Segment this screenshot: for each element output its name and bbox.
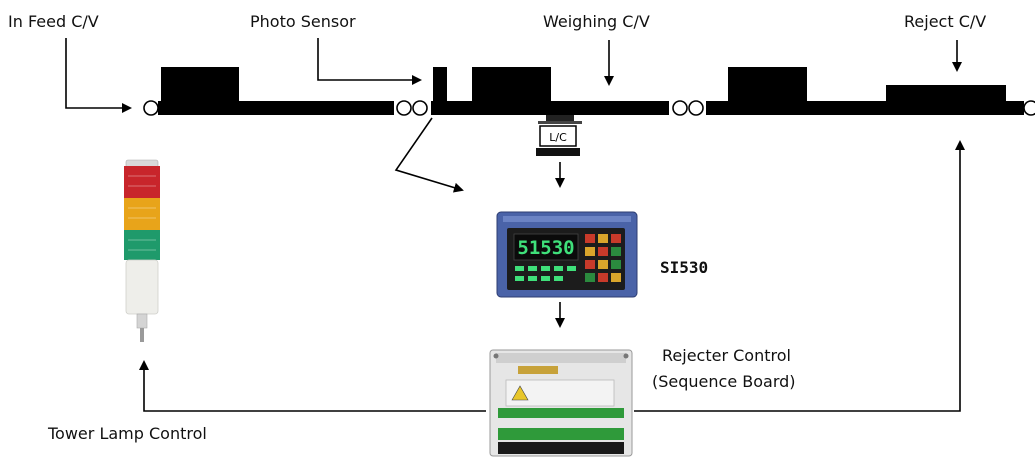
conveyor-rollers bbox=[143, 100, 1035, 116]
in-feed-conveyor bbox=[158, 67, 394, 115]
tower-lamp-control-label: Tower Lamp Control bbox=[48, 424, 207, 443]
photo-sensor-block bbox=[433, 67, 447, 103]
reject-product bbox=[728, 67, 807, 103]
in-feed-product bbox=[161, 67, 239, 103]
reject-pusher bbox=[886, 85, 1006, 103]
weighing-product bbox=[472, 67, 551, 103]
warning-icon bbox=[511, 385, 529, 401]
load-cell: L/C bbox=[536, 115, 582, 156]
tower-lamp-pole bbox=[140, 328, 144, 342]
tower-lamp-green bbox=[124, 230, 160, 260]
sequence-board bbox=[489, 349, 633, 457]
in-feed-arrow bbox=[65, 38, 132, 113]
indicator-display-digits: 51530 bbox=[517, 237, 574, 259]
load-cell-label: L/C bbox=[549, 131, 567, 144]
reject-conveyor bbox=[706, 67, 1024, 115]
board-mounting-holes bbox=[493, 353, 629, 359]
board-terminal-block-lower bbox=[498, 428, 624, 454]
tower-lamp-amber bbox=[124, 198, 160, 230]
weighing-conveyor-label: Weighing C/V bbox=[543, 12, 650, 31]
rejecter-control-label: Rejecter Control bbox=[662, 346, 791, 365]
indicator-status-leds bbox=[515, 266, 576, 281]
in-feed-conveyor-label: In Feed C/V bbox=[8, 12, 99, 31]
photo-sensor-arrow bbox=[317, 38, 422, 85]
board-to-tower-lamp-arrow bbox=[139, 360, 486, 412]
reject-conveyor-label: Reject C/V bbox=[904, 12, 987, 31]
board-brand-plate bbox=[518, 366, 558, 374]
sensor-to-indicator-arrow bbox=[394, 117, 464, 193]
tower-lamp-red bbox=[124, 166, 160, 198]
weighing-conveyor bbox=[431, 67, 669, 115]
board-to-reject-arrow bbox=[634, 140, 965, 412]
indicator-model-label: SI530 bbox=[660, 258, 709, 277]
indicator-keypad bbox=[585, 234, 621, 282]
weighing-indicator: 51530 bbox=[496, 211, 638, 298]
board-terminal-block-upper bbox=[498, 408, 624, 418]
tower-lamp-base bbox=[125, 259, 159, 315]
tower-lamp bbox=[124, 159, 160, 342]
photo-sensor-label: Photo Sensor bbox=[250, 12, 356, 31]
sequence-board-label: (Sequence Board) bbox=[652, 372, 796, 391]
